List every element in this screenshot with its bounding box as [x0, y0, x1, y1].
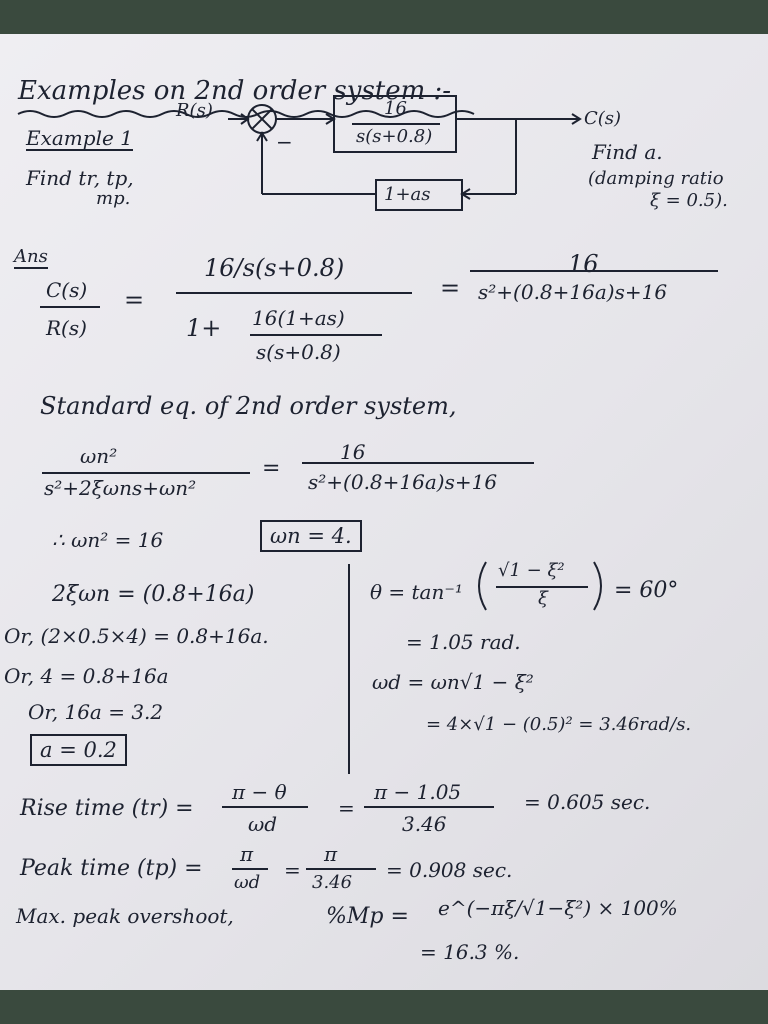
overshoot-value: = 16.3 %. — [420, 940, 520, 964]
std-rhs-bar — [302, 462, 534, 464]
feedback-block: 1+as — [384, 184, 431, 205]
theta-radians: = 1.05 rad. — [406, 630, 521, 654]
std-lhs-denominator: s²+2ξωns+ωn² — [44, 476, 197, 500]
peak-f2-numerator: π — [324, 842, 338, 866]
forward-numerator: 16 — [384, 98, 407, 119]
theta-numerator: √1 − ξ² — [498, 560, 565, 581]
step-1: 2ξωn = (0.8+16a) — [52, 582, 255, 607]
std-lhs-numerator: ωn² — [80, 444, 118, 468]
equals-1: = — [124, 286, 145, 314]
theta-denominator: ξ — [538, 588, 548, 609]
mp-label: %Mp = — [326, 904, 409, 929]
peak-f2-denominator: 3.46 — [312, 872, 353, 893]
std-lhs-bar — [42, 472, 250, 474]
find-right-line-3: ξ = 0.5). — [650, 190, 728, 211]
big-denominator-prefix: 1+ — [186, 314, 222, 342]
peak-time-value: = 0.908 sec. — [386, 858, 513, 882]
rise-f2-bar — [364, 806, 494, 808]
rise-f2-numerator: π − 1.05 — [374, 780, 462, 804]
std-rhs-denominator: s²+(0.8+16a)s+16 — [308, 470, 498, 494]
result-fraction-bar — [470, 270, 718, 272]
find-left-line-1: Find tr, tp, — [26, 166, 134, 190]
peak-f1-bar — [232, 868, 268, 870]
inner-denominator: s(s+0.8) — [256, 340, 341, 364]
peak-time-label: Peak time (tp) = — [20, 856, 203, 881]
overshoot-label: Max. peak overshoot, — [16, 904, 234, 928]
answer-label: Ans — [14, 246, 48, 269]
step-3: Or, 4 = 0.8+16a — [4, 664, 169, 688]
overshoot-formula: e^(−πξ/√1−ξ²) × 100% — [438, 896, 678, 920]
notebook-page: Examples on 2nd order system :- Example … — [0, 34, 768, 990]
std-rhs-numerator: 16 — [340, 440, 366, 464]
input-label: R(s) — [176, 100, 213, 121]
a-result-box: a = 0.2 — [30, 734, 127, 766]
peak-f2-bar — [306, 868, 376, 870]
rise-equals: = — [338, 796, 355, 820]
result-numerator: 16 — [568, 250, 599, 278]
page-title: Examples on 2nd order system :- — [18, 76, 452, 106]
rise-time-label: Rise time (tr) = — [20, 796, 194, 821]
find-left-line-2: mp. — [96, 188, 131, 209]
equals-2: = — [440, 274, 461, 302]
peak-f1-numerator: π — [240, 842, 254, 866]
step-4: Or, 16a = 3.2 — [28, 700, 164, 724]
rise-f1-bar — [222, 806, 308, 808]
inner-numerator: 16(1+as) — [252, 306, 345, 330]
standard-heading: Standard eq. of 2nd order system, — [40, 392, 457, 420]
theta-value: = 60° — [614, 578, 679, 603]
theta-lhs: θ = tan⁻¹ — [370, 580, 463, 604]
column-divider — [348, 564, 350, 774]
step-2: Or, (2×0.5×4) = 0.8+16a. — [4, 624, 269, 648]
rise-f1-denominator: ωd — [248, 812, 278, 836]
example-label: Example 1 — [26, 126, 133, 151]
lhs-numerator: C(s) — [46, 278, 88, 302]
wd-definition: ωd = ωn√1 − ξ² — [372, 670, 534, 694]
block-diagram — [228, 95, 582, 211]
lhs-denominator: R(s) — [46, 316, 87, 340]
find-right-line-1: Find a. — [592, 140, 663, 164]
rise-f2-denominator: 3.46 — [402, 812, 447, 836]
find-right-line-2: (damping ratio — [588, 168, 724, 189]
inner-fraction-bar — [250, 334, 382, 336]
result-denominator: s²+(0.8+16a)s+16 — [478, 280, 668, 304]
peak-equals: = — [284, 858, 301, 882]
minus-sign: − — [276, 130, 293, 154]
theta-bar — [496, 586, 588, 588]
forward-denominator: s(s+0.8) — [356, 126, 433, 147]
big-numerator: 16/s(s+0.8) — [204, 254, 345, 282]
rise-f1-numerator: π − θ — [232, 780, 287, 804]
equals-3: = — [262, 456, 281, 481]
wn-squared: ∴ ωn² = 16 — [52, 528, 164, 552]
lhs-fraction-bar — [40, 306, 100, 308]
rise-time-value: = 0.605 sec. — [524, 790, 651, 814]
output-label: C(s) — [584, 108, 622, 129]
big-fraction-bar — [176, 292, 412, 294]
wn-result-box: ωn = 4. — [260, 520, 362, 552]
peak-f1-denominator: ωd — [234, 872, 261, 893]
wd-value: = 4×√1 − (0.5)² = 3.46rad/s. — [426, 714, 692, 735]
theta-parens — [478, 561, 602, 611]
